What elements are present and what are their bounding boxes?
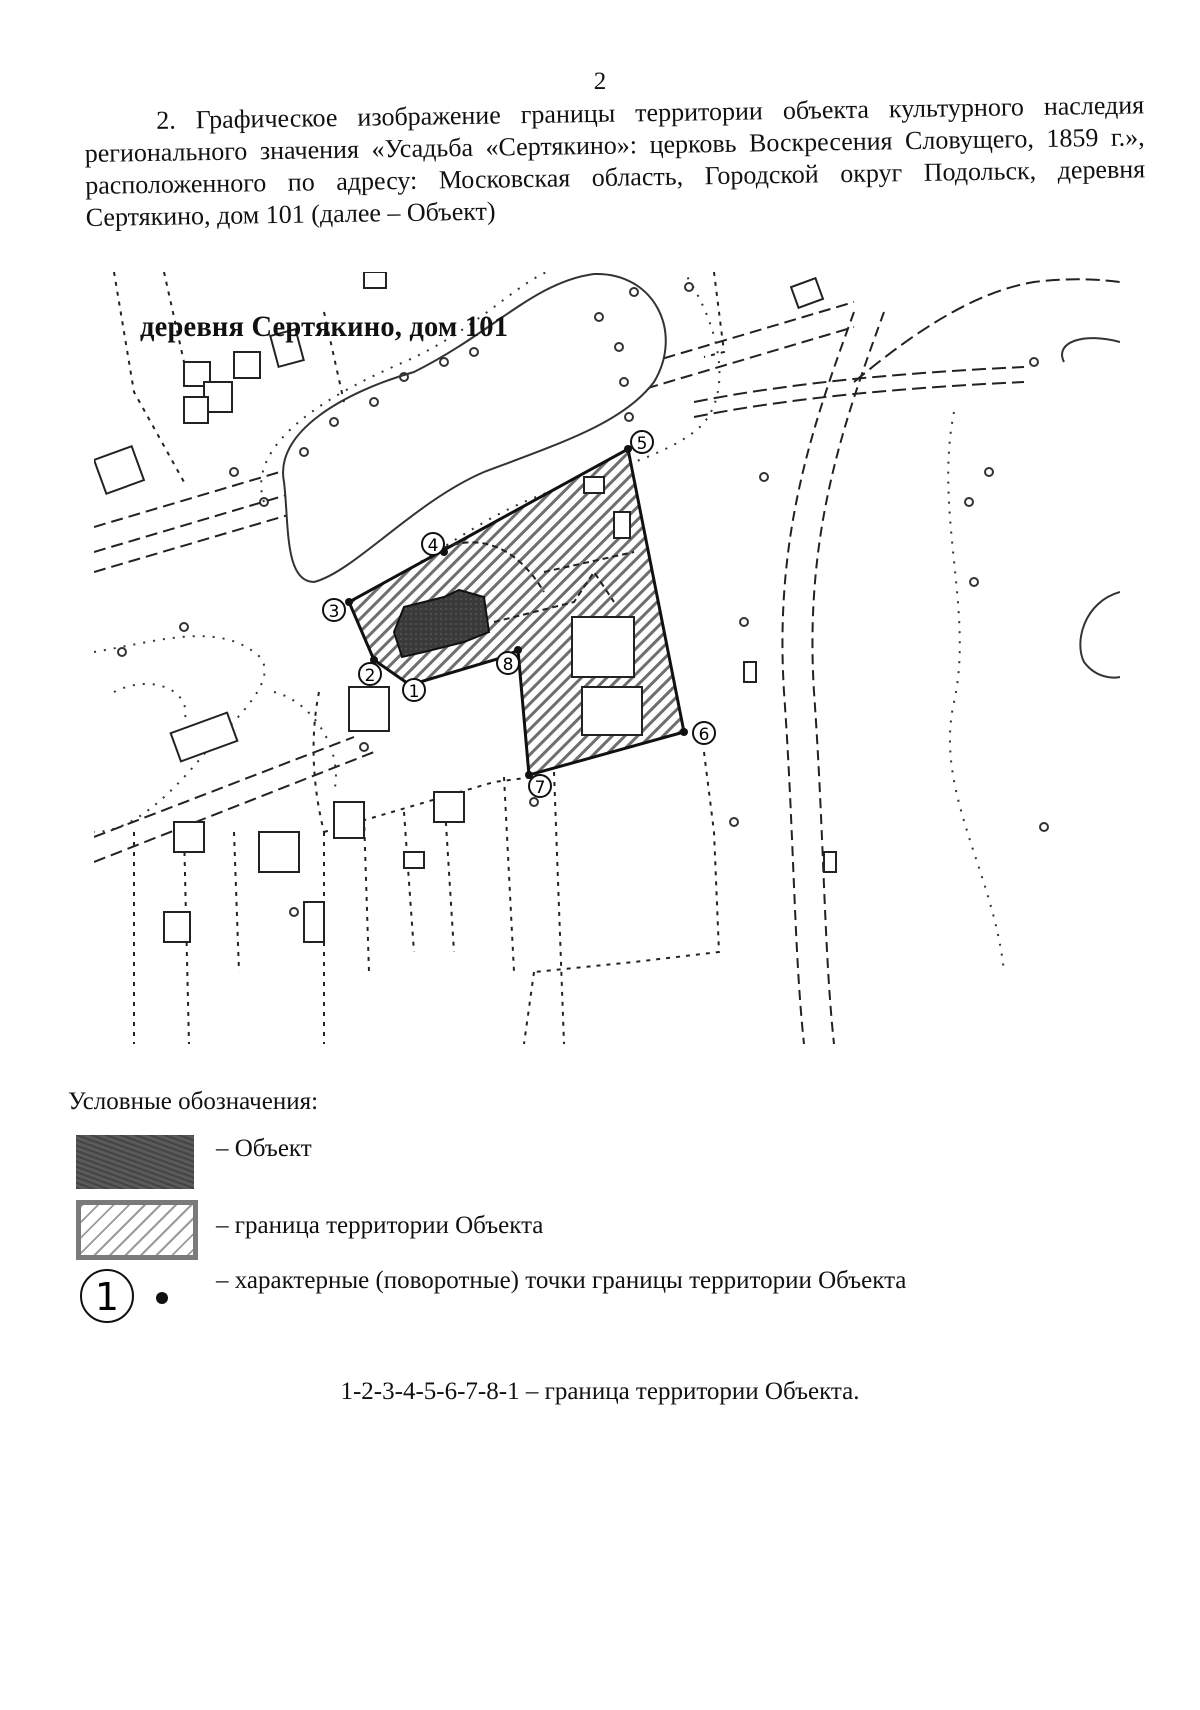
page-number: 2	[593, 68, 607, 95]
legend-territory-text: – граница территории Объекта	[216, 1212, 544, 1239]
legend-title: Условные обозначения:	[68, 1088, 319, 1115]
object-swatch	[76, 1135, 194, 1189]
territory-swatch	[76, 1200, 198, 1260]
boundary-point-2: 2	[358, 656, 382, 686]
church-object	[392, 588, 491, 659]
map-drawing: 1 2 3 4 5	[94, 272, 1120, 1044]
document-heading: 2. Графическое изображение границы терри…	[84, 90, 1146, 232]
point-symbol-icon: 1	[80, 1269, 168, 1323]
paths	[433, 541, 635, 623]
boundary-sequence: 1-2-3-4-5-6-7-8-1 – граница территории О…	[340, 1378, 860, 1405]
legend-points-text: – характерные (поворотные) точки границы…	[216, 1267, 907, 1294]
right-shore-top	[1061, 337, 1120, 363]
boundary-map: 1 2 3 4 5	[94, 272, 1120, 1044]
svg-text:6: 6	[699, 725, 710, 745]
dotted-areas	[94, 411, 1005, 973]
boundary-point-8: 8	[496, 646, 522, 675]
svg-text:2: 2	[365, 666, 376, 686]
boundary-point-4: 4	[421, 532, 448, 556]
boundary-point-6: 6	[680, 721, 716, 745]
tree-symbols	[117, 282, 1049, 917]
pond	[282, 272, 667, 584]
boundary-point-5: 5	[624, 430, 654, 454]
buildings	[94, 272, 837, 943]
boundary-points: 1 2 3 4 5	[322, 430, 716, 798]
svg-text:8: 8	[503, 655, 514, 675]
svg-text:1: 1	[409, 682, 420, 702]
right-shore	[1079, 591, 1120, 679]
territory-structures	[571, 476, 643, 736]
svg-text:7: 7	[535, 778, 546, 798]
boundary-point-3: 3	[322, 598, 353, 622]
boundary-point-1: 1	[402, 678, 426, 702]
side-road	[693, 278, 1120, 1044]
svg-text:1: 1	[95, 1275, 119, 1319]
svg-text:5: 5	[637, 434, 648, 454]
map-title-label: деревня Сертякино, дом 101	[140, 310, 509, 343]
svg-text:4: 4	[428, 536, 439, 556]
boundary-point-7: 7	[525, 771, 552, 798]
legend-object-text: – Объект	[216, 1135, 312, 1162]
svg-text:3: 3	[329, 602, 340, 622]
